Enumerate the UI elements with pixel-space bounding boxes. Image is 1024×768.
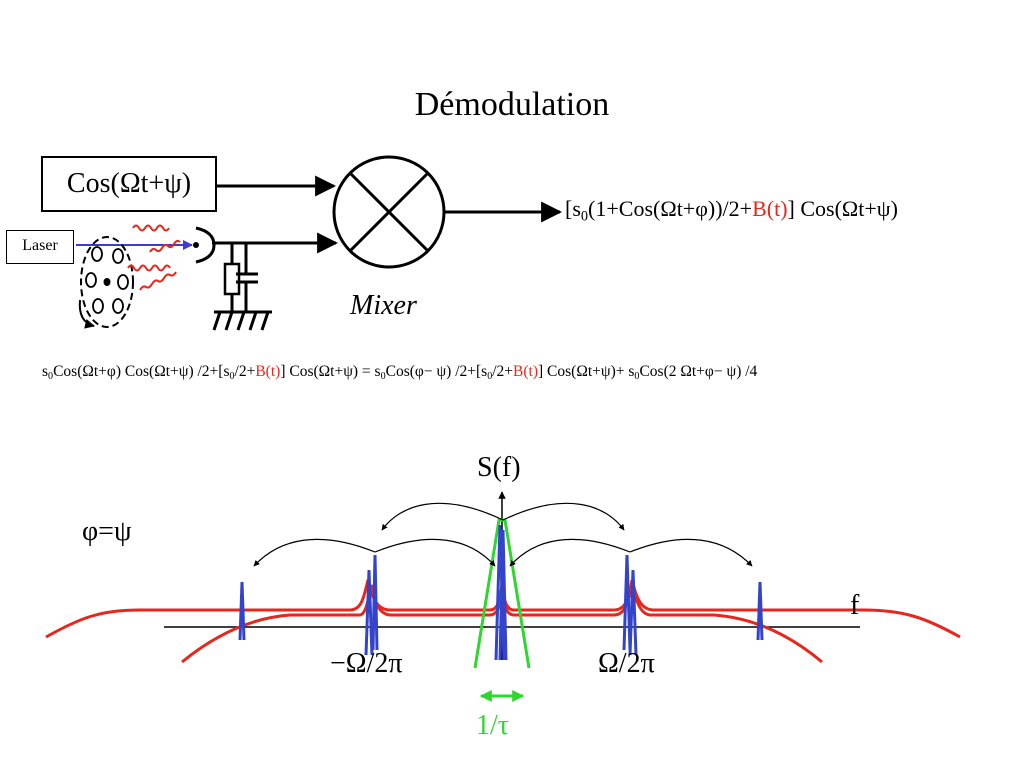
out-part: (1+Cos(Ωt+φ))/2+ bbox=[588, 196, 753, 221]
peaks bbox=[238, 524, 764, 661]
peak-minus-omega-b bbox=[371, 554, 379, 651]
laser-label: Laser bbox=[22, 237, 58, 254]
x-axis-label: f bbox=[850, 590, 860, 621]
peak-plus-2omega bbox=[756, 581, 764, 641]
mixer-label: Mixer bbox=[350, 290, 417, 321]
out-sub: 0 bbox=[580, 208, 589, 225]
eq-sub: 0 bbox=[229, 371, 235, 383]
shift-arrows bbox=[253, 502, 753, 567]
eq-part: Cos(φ− ψ) /2+[s bbox=[385, 363, 488, 380]
spectrum-plot bbox=[45, 491, 961, 702]
peak-zero-a bbox=[494, 524, 506, 661]
neg-frequency-label: −Ω/2π bbox=[330, 648, 403, 679]
chopper-wheel-icon bbox=[78, 236, 134, 329]
eq-part: ] Cos(Ωt+ψ)+ s bbox=[538, 363, 635, 380]
pos-frequency-label: Ω/2π bbox=[598, 648, 655, 679]
peak-plus-omega-a bbox=[622, 554, 632, 651]
eq-part: /2+ bbox=[492, 363, 514, 380]
rc-ground-network bbox=[212, 243, 272, 331]
eq-sub: 0 bbox=[48, 371, 54, 383]
eq-sub: 0 bbox=[634, 371, 640, 383]
out-part: [s bbox=[565, 196, 581, 221]
photodiode-icon bbox=[193, 226, 216, 264]
out-noise-term: B(t) bbox=[752, 196, 788, 221]
demodulation-equation: s0Cos(Ωt+φ) Cos(Ωt+ψ) /2+[s0/2+B(t)] Cos… bbox=[42, 363, 758, 383]
page-title: Démodulation bbox=[414, 86, 610, 123]
cos-input-box: Cos(Ωt+ψ) bbox=[41, 156, 217, 212]
laser-box: Laser bbox=[6, 230, 74, 264]
eq-part: Cos(2 Ωt+φ− ψ) /4 bbox=[639, 363, 758, 380]
peak-plus-omega-b bbox=[628, 569, 638, 656]
peak-zero-b bbox=[498, 529, 508, 661]
eq-part: ] Cos(Ωt+ψ) = s bbox=[280, 363, 381, 380]
peak-minus-2omega bbox=[238, 581, 246, 641]
cos-input-label: Cos(Ωt+ψ) bbox=[66, 168, 192, 199]
bandwidth-label: 1/τ bbox=[476, 710, 510, 741]
eq-sub: 0 bbox=[380, 371, 386, 383]
peak-minus-omega-a bbox=[364, 569, 374, 656]
eq-sub: 0 bbox=[487, 371, 493, 383]
mixer-diagram bbox=[76, 155, 563, 331]
eq-part: /2+ bbox=[234, 363, 256, 380]
eq-part: s bbox=[42, 363, 49, 380]
eq-noise-term: B(t) bbox=[255, 363, 281, 380]
mixer-output-expression: [s0(1+Cos(Ωt+φ))/2+B(t)] Cos(Ωt+ψ) bbox=[565, 196, 898, 225]
eq-part: Cos(Ωt+φ) Cos(Ωt+ψ) /2+[s bbox=[53, 363, 230, 380]
scattered-light-icon bbox=[127, 224, 181, 291]
phase-condition-label: φ=ψ bbox=[82, 516, 132, 547]
y-axis-label: S(f) bbox=[477, 452, 521, 483]
eq-noise-term: B(t) bbox=[513, 363, 539, 380]
out-part: ] Cos(Ωt+ψ) bbox=[787, 196, 898, 221]
